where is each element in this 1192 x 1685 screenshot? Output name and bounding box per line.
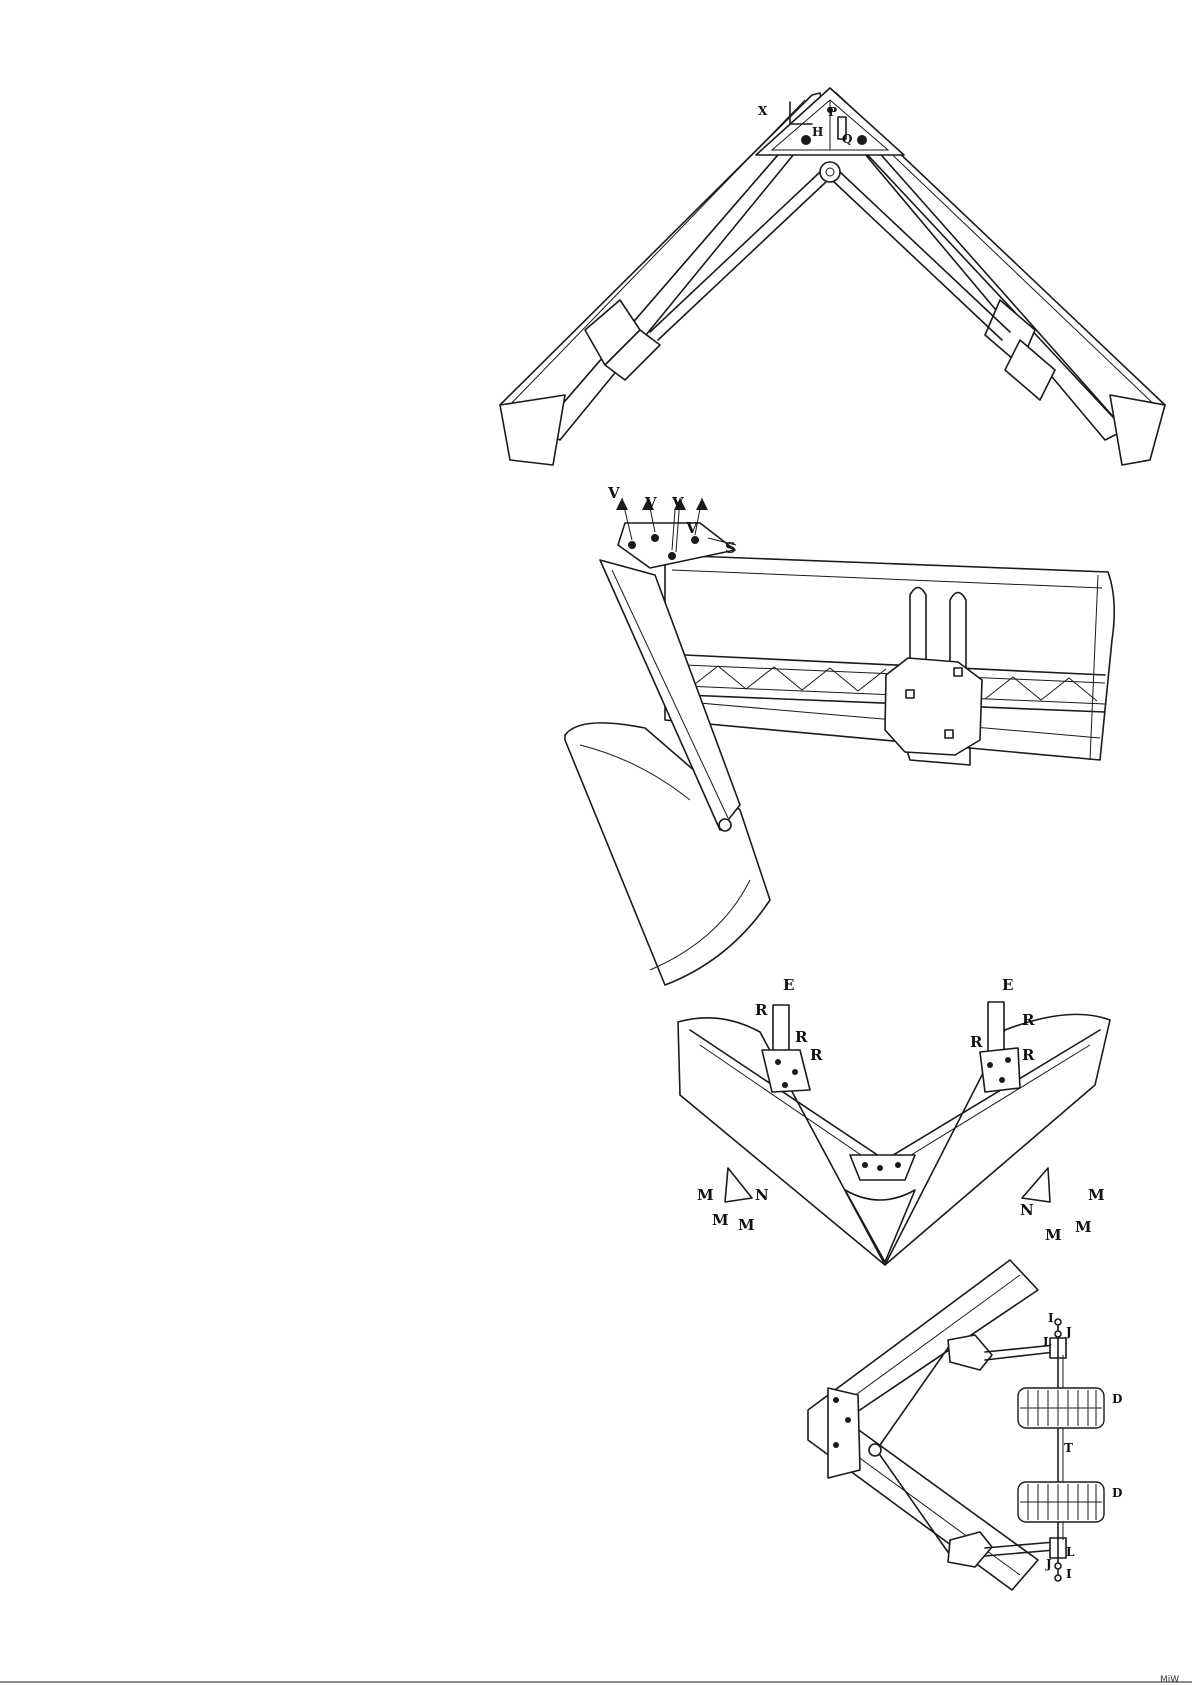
label-p: P [828,105,837,119]
label-r-4: R [1022,1011,1035,1029]
apex-plate [756,88,904,155]
figure-1-top-view: X P H Q [500,88,1165,465]
label-j-bottom: J [1045,1557,1052,1571]
label-l-bottom: L [1066,1545,1075,1559]
label-i-top: I [1048,1311,1054,1325]
label-r-1: R [755,1001,768,1019]
label-m-3: M [738,1216,755,1234]
label-v-1: V [607,484,620,502]
label-m-6: M [1075,1218,1092,1236]
figure-4-wheel-view: I J L D T D L J I [808,1260,1122,1590]
label-v-4: V [685,519,698,537]
label-q: Q [842,132,852,146]
label-e-right: E [1002,976,1013,994]
label-r-6: R [1022,1046,1035,1064]
short-blade-body [565,723,770,985]
label-m-5: M [1045,1226,1062,1244]
label-r-3: R [810,1046,823,1064]
label-m-2: M [712,1211,729,1229]
label-i-bottom: I [1066,1567,1072,1581]
label-n-left: N [755,1186,769,1204]
blade-apex-plate [828,1388,860,1478]
label-j-top: J [1065,1325,1072,1339]
label-d-bottom: D [1112,1486,1122,1500]
label-n-right: N [1020,1201,1034,1219]
label-e-left: E [783,976,794,994]
label-r-5: R [970,1033,983,1051]
label-v-2: V [644,494,657,512]
footer-mark: MiW [1160,1675,1179,1685]
label-d-top: D [1112,1392,1122,1406]
upper-wheel [1018,1388,1104,1428]
label-m-4: M [1088,1186,1105,1204]
figure-2-perspective-view: V V V V V S [565,484,1114,985]
label-m-1: M [697,1186,714,1204]
label-l-top: L [1043,1335,1052,1349]
label-v-3: V [671,494,684,512]
label-t: T [1064,1441,1073,1455]
label-r-2: R [795,1028,808,1046]
lower-wheel [1018,1482,1104,1522]
mount-plate [885,658,982,755]
pivot-pin [869,1444,881,1456]
center-pivot [820,162,840,182]
label-h: H [812,125,823,139]
right-n-plate [1022,1168,1050,1202]
label-x: X [758,104,768,118]
figure-3-mount-view: E E R R R R R R M M M M M M N N [678,976,1110,1265]
left-n-plate [725,1168,752,1202]
label-s: S [725,539,736,557]
